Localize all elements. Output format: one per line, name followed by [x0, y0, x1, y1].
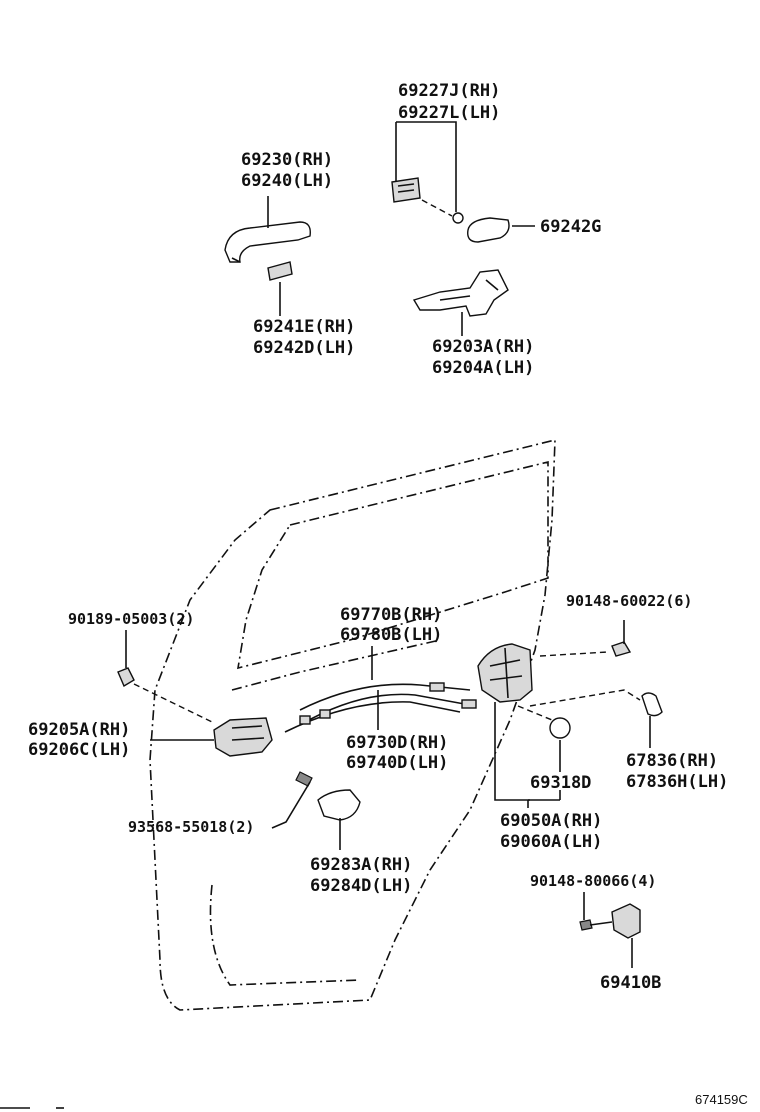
svg-text:69060A(LH): 69060A(LH): [500, 832, 602, 852]
label-69770: 69770B(RH) 69780B(LH): [340, 605, 442, 645]
svg-text:69240(LH): 69240(LH): [241, 171, 333, 191]
svg-text:67836(RH): 67836(RH): [626, 751, 718, 771]
svg-text:69780B(LH): 69780B(LH): [340, 625, 442, 645]
label-69230: 69230(RH) 69240(LH): [241, 150, 333, 191]
svg-text:69284D(LH): 69284D(LH): [310, 876, 412, 896]
svg-text:69740D(LH): 69740D(LH): [346, 753, 448, 773]
svg-text:69730D(RH): 69730D(RH): [346, 733, 448, 753]
svg-text:69050A(RH): 69050A(RH): [500, 811, 602, 831]
handle-frame-part: [412, 269, 509, 336]
label-90148-60022: 90148-60022(6): [566, 592, 692, 610]
label-90189: 90189-05003(2): [68, 610, 194, 628]
bezel-part: [317, 789, 361, 850]
inside-handle-part: [150, 717, 273, 757]
figure-reference: 674159C: [695, 1092, 748, 1107]
svg-text:69204A(LH): 69204A(LH): [432, 358, 534, 378]
svg-text:67836H(LH): 67836H(LH): [626, 772, 728, 792]
label-69283: 69283A(RH) 69284D(LH): [310, 855, 412, 896]
svg-text:69242D(LH): 69242D(LH): [253, 338, 355, 358]
svg-text:69227L(LH): 69227L(LH): [398, 103, 500, 123]
door-lock-part: [477, 643, 561, 808]
clip-part: [117, 630, 213, 723]
svg-text:69203A(RH): 69203A(RH): [432, 337, 534, 357]
svg-text:69227J(RH): 69227J(RH): [398, 81, 500, 101]
label-90148-80066: 90148-80066(4): [530, 872, 656, 890]
gasket-part: [467, 217, 535, 243]
label-69205: 69205A(RH) 69206C(LH): [28, 720, 130, 760]
screw-part: [539, 620, 632, 657]
label-69318: 69318D: [530, 773, 591, 793]
striker-cover-part: [529, 689, 663, 748]
handle-cap-part: [391, 121, 464, 224]
door-outline: [149, 438, 556, 1011]
label-69730: 69730D(RH) 69740D(LH): [346, 733, 448, 773]
cable-assembly-part: [284, 646, 477, 733]
handle-pad-part: [267, 261, 293, 316]
label-69410: 69410B: [600, 973, 661, 993]
outside-handle-part: [224, 196, 311, 263]
bolt-part: [271, 771, 313, 829]
label-69203: 69203A(RH) 69204A(LH): [432, 337, 534, 378]
label-69227: 69227J(RH) 69227L(LH): [398, 81, 500, 123]
label-93568: 93568-55018(2): [128, 818, 254, 836]
svg-text:69241E(RH): 69241E(RH): [253, 317, 355, 337]
label-69242g: 69242G: [540, 217, 601, 237]
door-hinge-part: [579, 892, 641, 968]
label-67836: 67836(RH) 67836H(LH): [626, 751, 728, 792]
label-69241: 69241E(RH) 69242D(LH): [253, 317, 355, 358]
svg-text:69770B(RH): 69770B(RH): [340, 605, 442, 625]
svg-text:69230(RH): 69230(RH): [241, 150, 333, 170]
grommet-part: [517, 705, 571, 772]
svg-text:69206C(LH): 69206C(LH): [28, 740, 130, 760]
label-69050: 69050A(RH) 69060A(LH): [500, 811, 602, 852]
svg-text:69283A(RH): 69283A(RH): [310, 855, 412, 875]
svg-text:69205A(RH): 69205A(RH): [28, 720, 130, 740]
